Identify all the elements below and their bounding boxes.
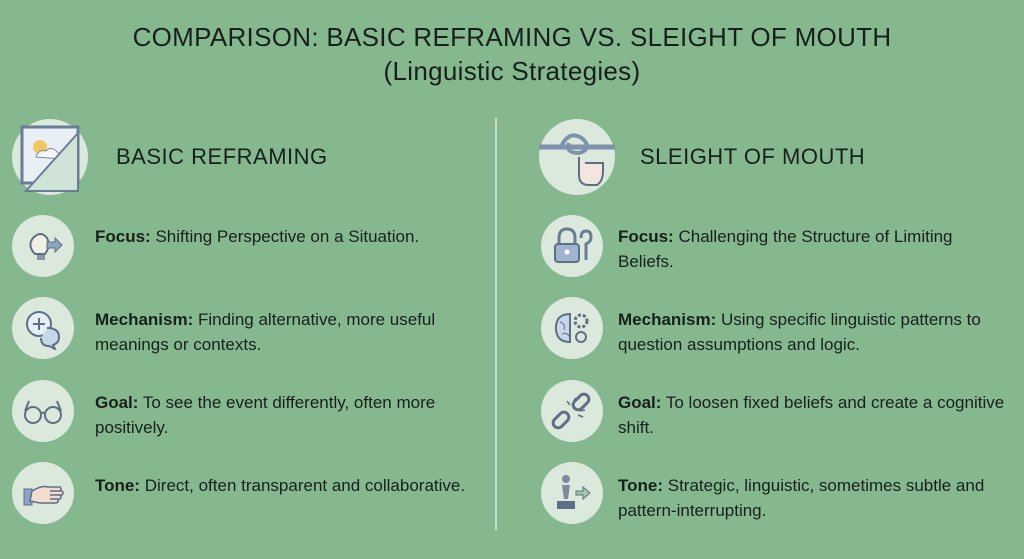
- glasses-icon: [12, 380, 74, 442]
- lightbulb-arrow-icon: [12, 215, 74, 277]
- left-item-mechanism: Mechanism: Finding alternative, more use…: [95, 307, 485, 357]
- reframe-picture-icon: [12, 119, 88, 195]
- item-label: Tone:: [95, 476, 141, 495]
- right-item-focus: Focus: Challenging the Structure of Limi…: [618, 224, 1008, 274]
- item-text: To see the event differently, often more…: [95, 393, 436, 437]
- item-text: Direct, often transparent and collaborat…: [144, 476, 466, 495]
- item-text: Challenging the Structure of Limiting Be…: [618, 227, 953, 271]
- item-text: Finding alternative, more useful meaning…: [95, 310, 436, 354]
- padlock-question-icon: [541, 215, 603, 277]
- item-label: Focus:: [618, 227, 674, 246]
- item-label: Goal:: [618, 393, 662, 412]
- left-heading: BASIC REFRAMING: [116, 144, 328, 169]
- column-divider: [495, 118, 497, 530]
- right-item-mechanism: Mechanism: Using specific linguistic pat…: [618, 307, 1024, 357]
- brain-gear-icon: [541, 297, 603, 359]
- item-label: Focus:: [95, 227, 151, 246]
- page-title: COMPARISON: BASIC REFRAMING VS. SLEIGHT …: [132, 22, 892, 52]
- chess-pawn-arrow-icon: [541, 462, 603, 524]
- knot-hand-icon: [539, 119, 615, 195]
- item-text: Strategic, linguistic, sometimes subtle …: [618, 476, 985, 520]
- item-label: Mechanism:: [618, 310, 717, 329]
- page-subtitle: (Linguistic Strategies): [383, 56, 641, 86]
- open-hand-icon: [12, 462, 74, 524]
- left-item-tone: Tone: Direct, often transparent and coll…: [95, 473, 485, 498]
- item-text: Shifting Perspective on a Situation.: [155, 227, 420, 246]
- item-label: Mechanism:: [95, 310, 194, 329]
- item-label: Goal:: [95, 393, 139, 412]
- item-text: To loosen fixed beliefs and create a cog…: [618, 393, 1005, 437]
- right-item-goal: Goal: To loosen fixed beliefs and create…: [618, 390, 1008, 440]
- right-heading: SLEIGHT OF MOUTH: [640, 144, 866, 169]
- item-text: Using specific linguistic patterns to qu…: [618, 310, 981, 354]
- left-item-goal: Goal: To see the event differently, ofte…: [95, 390, 485, 440]
- left-item-focus: Focus: Shifting Perspective on a Situati…: [95, 224, 485, 249]
- broken-chain-icon: [541, 380, 603, 442]
- item-label: Tone:: [618, 476, 664, 495]
- right-item-tone: Tone: Strategic, linguistic, sometimes s…: [618, 473, 1008, 523]
- speech-bubbles-icon: [12, 297, 74, 359]
